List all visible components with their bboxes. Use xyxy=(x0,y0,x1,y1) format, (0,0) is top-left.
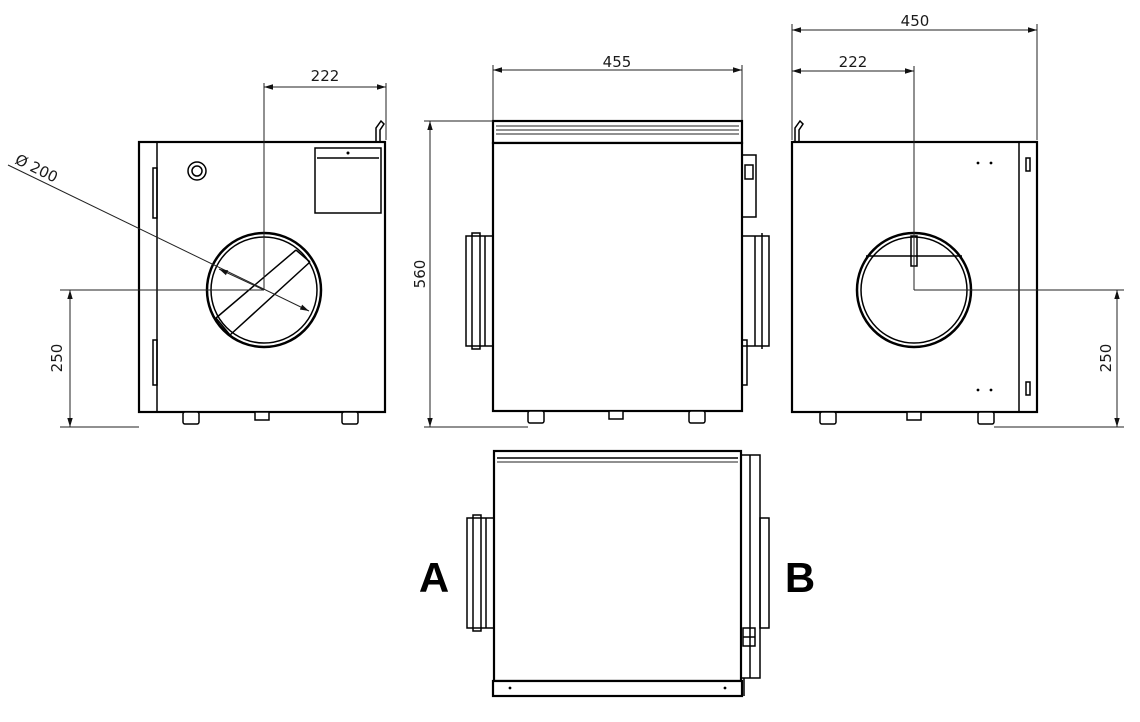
front-view-housing xyxy=(491,141,744,413)
side-b-collar xyxy=(759,517,770,629)
dim-height-label: 250 xyxy=(1097,344,1115,373)
hanging-hook xyxy=(375,119,385,141)
dim-height-label: 560 xyxy=(411,260,429,289)
foot xyxy=(906,411,922,421)
hanging-hook xyxy=(794,119,804,141)
dim-offset-label: 222 xyxy=(839,53,868,71)
left-side-view xyxy=(137,119,387,425)
foot xyxy=(819,411,837,425)
side-b-label: B xyxy=(785,554,815,601)
cable-gland-icon xyxy=(187,161,207,181)
dim-width-label: 222 xyxy=(311,67,340,85)
left-view-housing xyxy=(137,140,387,414)
front-view-dimensions: 455 560 xyxy=(411,53,743,428)
front-view xyxy=(465,119,770,424)
dim-height-label: 250 xyxy=(48,344,66,373)
foot xyxy=(977,411,995,425)
foot xyxy=(182,411,200,425)
control-box xyxy=(314,147,382,214)
foot xyxy=(341,411,359,425)
front-view-lid xyxy=(491,119,744,145)
top-view xyxy=(466,449,770,698)
foot xyxy=(254,411,270,421)
right-view-dimensions: 450 222 250 xyxy=(791,12,1124,428)
foot xyxy=(688,410,706,424)
foot xyxy=(608,410,624,420)
side-a-label: A xyxy=(419,554,449,601)
dim-width-label: 455 xyxy=(603,53,632,71)
foot xyxy=(527,410,545,424)
top-view-housing xyxy=(492,449,743,683)
dim-total-width-label: 450 xyxy=(901,12,930,30)
top-view-lid xyxy=(491,679,744,698)
dim-diameter-label: Ø 200 xyxy=(12,150,61,186)
